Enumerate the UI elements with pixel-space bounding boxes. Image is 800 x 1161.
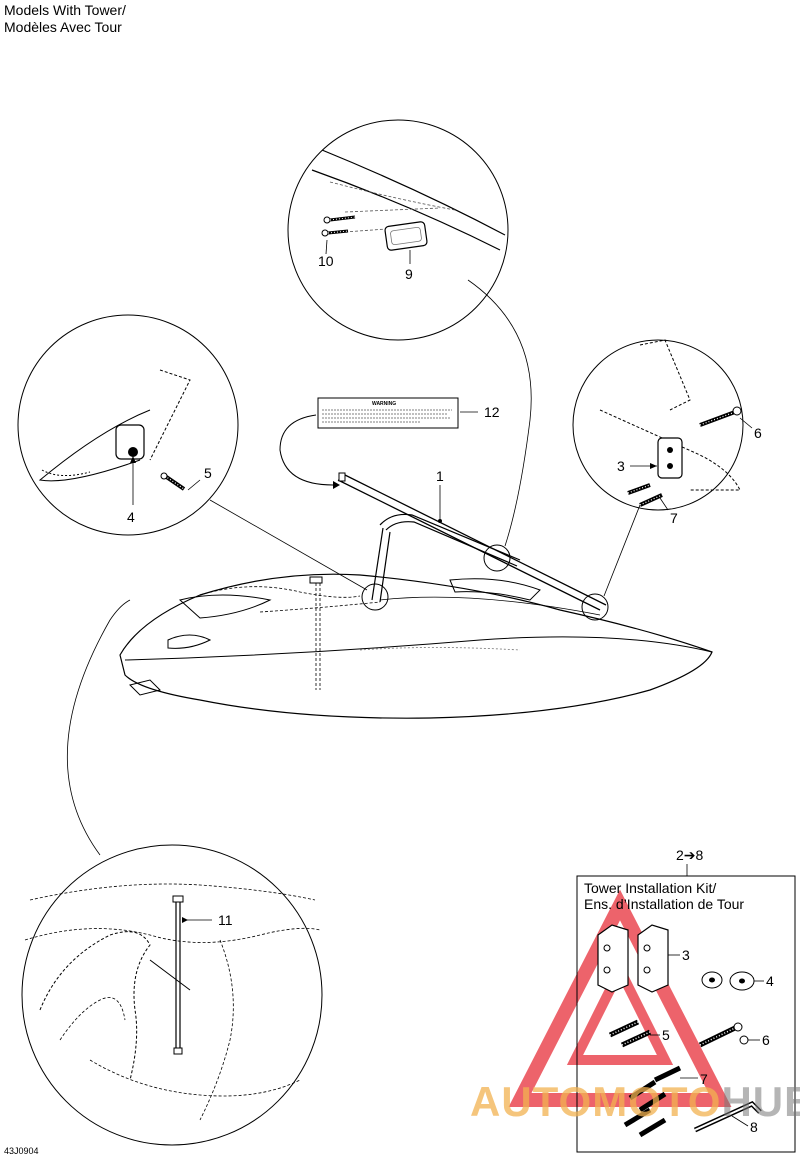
- bracket-part-3: [657, 437, 683, 479]
- detail-circle-bottom-outline: [21, 844, 323, 1146]
- kit-screw-part-5-a: [608, 1019, 640, 1038]
- tower-leg-a: [371, 527, 384, 601]
- rod-indicator: [309, 576, 323, 690]
- callout-4: 4: [127, 509, 135, 525]
- rod-cap: [172, 895, 184, 903]
- kit-bracket-part-3-b: [637, 924, 669, 993]
- connector-left-detail: [209, 499, 368, 591]
- tower-leg-b: [379, 531, 391, 603]
- watermark-triangle-inner: [566, 958, 674, 1065]
- bolt-part-6: [699, 406, 742, 427]
- warning-label-heading: WARNING: [372, 401, 396, 407]
- boat-drawing: [119, 573, 713, 719]
- connector-mirror-detail: [467, 279, 532, 547]
- watermark-logo: AUTOMOTOHUB: [470, 1078, 800, 1126]
- callout-6: 6: [754, 425, 762, 441]
- zoom-marker-left: [361, 583, 389, 611]
- detail-circle-right-bracket: 6 3 7: [572, 339, 762, 526]
- detail-circle-mirror-outline: [287, 119, 509, 341]
- callout-1: 1: [436, 468, 444, 484]
- kit-screw-part-5-b: [620, 1029, 652, 1048]
- screw-part-5: [160, 472, 186, 491]
- callout-9: 9: [405, 266, 413, 282]
- kit-callout-7: 7: [700, 1071, 708, 1087]
- detail-circle-right-outline: [572, 339, 744, 511]
- kit-bracket-part-3-a: [597, 924, 629, 993]
- callout-10: 10: [318, 253, 334, 269]
- connector-right-detail: [603, 504, 641, 597]
- zoom-marker-right: [581, 593, 609, 621]
- watermark-triangle-outer: [508, 889, 732, 1107]
- boat-windshield: [449, 578, 541, 601]
- callout-5: 5: [204, 465, 212, 481]
- drawing-code: 43J0904: [4, 1146, 39, 1156]
- screw-part-7-b: [639, 493, 663, 507]
- page-title-line-2: Modèles Avec Tour: [4, 19, 122, 35]
- label-leader-curve: [279, 414, 334, 486]
- mirror-part-9: [384, 221, 428, 251]
- screw-part-10-a: [323, 215, 356, 224]
- kit-bolt-part-6-a: [698, 1022, 743, 1048]
- callout-12: 12: [484, 404, 500, 420]
- watermark-triangle-graphic: [508, 889, 732, 1107]
- boat-seat-outline: [178, 594, 272, 619]
- kit-callout-3: 3: [682, 947, 690, 963]
- detail-circle-left-outline: [17, 314, 239, 536]
- detail-circle-left-bracket: 5 4: [17, 314, 239, 536]
- tower-top-bar-edge-b: [344, 474, 607, 606]
- tower-bar-outline: [321, 149, 506, 236]
- callout-7: 7: [670, 510, 678, 526]
- screw-part-7-a: [627, 483, 651, 495]
- bracket-bolt-hole: [128, 447, 138, 457]
- kit-range-label: 2➔8: [676, 847, 704, 863]
- watermark-text-part-2: HUB: [721, 1078, 800, 1125]
- callout-11: 11: [218, 912, 233, 928]
- kit-hex-key-part-8: [693, 1101, 762, 1133]
- kit-title-line-1: Tower Installation Kit/: [584, 880, 717, 896]
- detail-circle-mirror: 10 9: [287, 119, 509, 341]
- callout-3: 3: [617, 458, 625, 474]
- kit-callout-4: 4: [766, 973, 774, 989]
- warning-label-outline: [317, 397, 459, 429]
- kit-box-outline: [576, 875, 796, 1153]
- kit-callout-5: 5: [662, 1027, 670, 1043]
- warning-label-part-12: WARNING 12: [279, 397, 500, 489]
- boat-gunwale-line: [124, 636, 713, 661]
- connector-bottom-detail: [66, 599, 131, 856]
- watermark-text-part-1: AUTOMOTO: [470, 1078, 722, 1125]
- kit-callout-6: 6: [762, 1032, 770, 1048]
- kit-title-line-2: Ens. d’Installation de Tour: [584, 896, 745, 912]
- kit-screw-part-7: [623, 1065, 682, 1138]
- detail-circle-bottom-rod: 11: [21, 844, 323, 1146]
- page-title-line-1: Models With Tower/: [4, 2, 126, 18]
- kit-callout-8: 8: [750, 1119, 758, 1135]
- screw-part-10-b: [321, 229, 349, 237]
- kit-bolt-part-6-b: [739, 1035, 749, 1045]
- page-title: Models With Tower/ Modèles Avec Tour: [4, 2, 126, 36]
- zoom-marker-mirror: [483, 544, 511, 572]
- tower-part-1: 1: [337, 468, 607, 611]
- tower-bar-outline-lower: [311, 169, 501, 251]
- kit-box: 3 4 5 6: [576, 864, 796, 1153]
- kit-title: Tower Installation Kit/ Ens. d’Installat…: [584, 880, 744, 912]
